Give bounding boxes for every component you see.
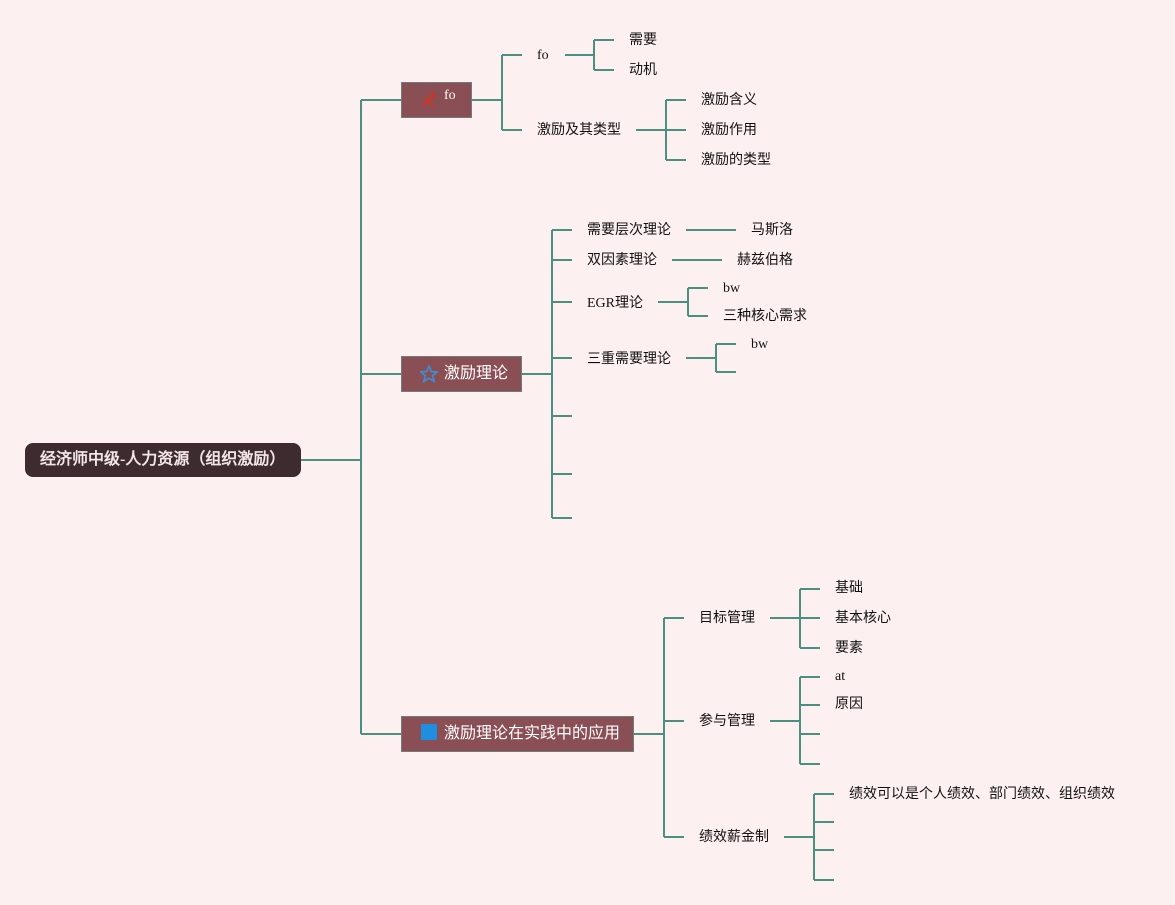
branch-label: fo: [444, 88, 456, 103]
node-incentive-types[interactable]: 激励及其类型: [537, 123, 621, 138]
tools-icon: [421, 91, 437, 108]
node-two-factor-theory[interactable]: 双因素理论: [587, 253, 657, 268]
branch-label: 激励理论在实践中的应用: [444, 725, 621, 742]
node-goal-management[interactable]: 目标管理: [699, 611, 755, 626]
node-erg-theory[interactable]: EGR理论: [587, 296, 643, 311]
node-participation-reason[interactable]: 原因: [835, 697, 863, 712]
node-performance-pay[interactable]: 绩效薪金制: [699, 830, 769, 845]
node-participation-at[interactable]: at: [835, 669, 846, 684]
branch-node-fo[interactable]: fo: [401, 82, 472, 118]
node-erg-bw[interactable]: bw: [723, 281, 741, 296]
node-incentive-effect[interactable]: 激励作用: [701, 123, 757, 138]
node-need[interactable]: 需要: [629, 33, 657, 48]
branch-node-theory[interactable]: 激励理论: [401, 356, 522, 392]
node-herzberg[interactable]: 赫兹伯格: [737, 253, 793, 268]
node-hierarchy-theory[interactable]: 需要层次理论: [587, 223, 671, 238]
node-goal-elements[interactable]: 要素: [835, 641, 863, 656]
branch-node-practice[interactable]: 激励理论在实践中的应用: [401, 716, 634, 752]
node-triple-needs-theory[interactable]: 三重需要理论: [587, 352, 671, 367]
node-goal-basis[interactable]: 基础: [835, 581, 863, 596]
star-icon: [420, 365, 438, 383]
node-three-core-needs[interactable]: 三种核心需求: [723, 309, 807, 324]
node-goal-core[interactable]: 基本核心: [835, 611, 891, 626]
node-participation-management[interactable]: 参与管理: [699, 714, 755, 729]
root-node[interactable]: 经济师中级-人力资源（组织激励）: [25, 443, 301, 477]
node-incentive-meaning[interactable]: 激励含义: [701, 93, 757, 108]
node-incentive-kinds[interactable]: 激励的类型: [701, 153, 771, 168]
node-triple-bw[interactable]: bw: [751, 337, 769, 352]
node-maslow[interactable]: 马斯洛: [751, 223, 793, 238]
node-motive[interactable]: 动机: [629, 63, 657, 78]
blue-flag-icon: [421, 724, 437, 740]
node-fo[interactable]: fo: [537, 48, 549, 63]
node-performance-scope[interactable]: 绩效可以是个人绩效、部门绩效、组织绩效: [849, 787, 1115, 802]
branch-label: 激励理论: [444, 365, 509, 382]
